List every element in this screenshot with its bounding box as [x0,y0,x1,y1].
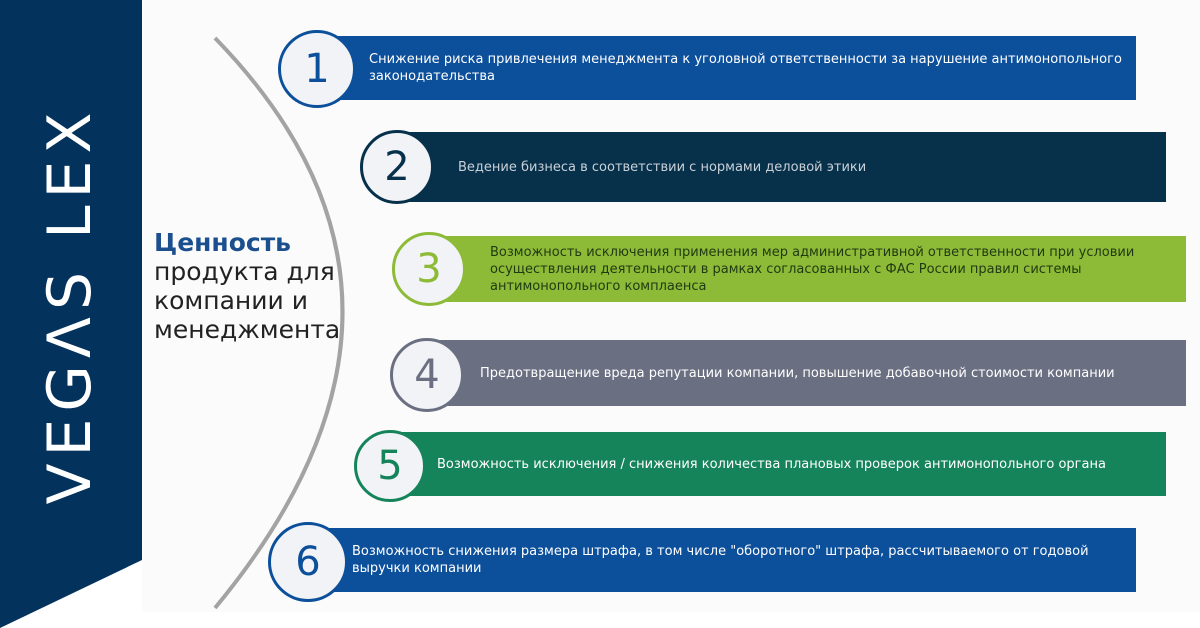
number-text: 3 [416,246,442,292]
heading-strong: Ценность [154,228,291,257]
value-text: Снижение риска привлечения менеджмента к… [369,52,1122,84]
value-item-3: Возможность исключения применения мер ад… [390,230,1186,306]
heading-line: компании и [154,286,308,315]
number-badge: 1 [278,30,356,108]
number-text: 1 [304,46,330,92]
number-badge: 6 [268,522,348,602]
value-item-6: Возможность снижения размера штрафа, в т… [266,522,1136,602]
number-text: 6 [295,539,321,585]
value-bar: Возможность снижения размера штрафа, в т… [306,528,1136,592]
value-bar: Снижение риска привлечения менеджмента к… [318,36,1136,100]
brand-band: VEGΛS LEX [0,0,142,628]
value-item-5: Возможность исключения / снижения количе… [352,428,1166,504]
heading-line: менеджмента [154,315,341,344]
heading: Ценность продукта для компании и менеджм… [154,228,340,344]
number-badge: 5 [354,430,426,502]
number-badge: 2 [360,130,434,204]
value-text: Возможность исключения / снижения количе… [437,456,1106,472]
value-item-4: Предотвращение вреда репутации компании,… [388,336,1186,412]
number-badge: 4 [390,338,464,412]
value-bar: Ведение бизнеса в соответствии с нормами… [400,132,1166,202]
value-text: Ведение бизнеса в соответствии с нормами… [458,159,867,175]
number-badge: 3 [392,232,466,306]
brand-band-shape [0,0,142,628]
value-bar: Предотвращение вреда репутации компании,… [428,340,1186,406]
value-bar: Возможность исключения применения мер ад… [430,236,1186,302]
value-text: Предотвращение вреда репутации компании,… [480,365,1115,381]
value-text: Возможность исключения применения мер ад… [490,244,1135,294]
value-bar: Возможность исключения / снижения количе… [392,432,1166,496]
value-item-2: Ведение бизнеса в соответствии с нормами… [360,130,1166,206]
value-text: Возможность снижения размера штрафа, в т… [352,544,1089,576]
number-text: 5 [377,443,403,489]
value-item-1: Снижение риска привлечения менеджмента к… [278,30,1136,108]
heading-line: продукта для [154,257,335,286]
number-text: 4 [414,352,440,398]
number-text: 2 [384,144,410,190]
